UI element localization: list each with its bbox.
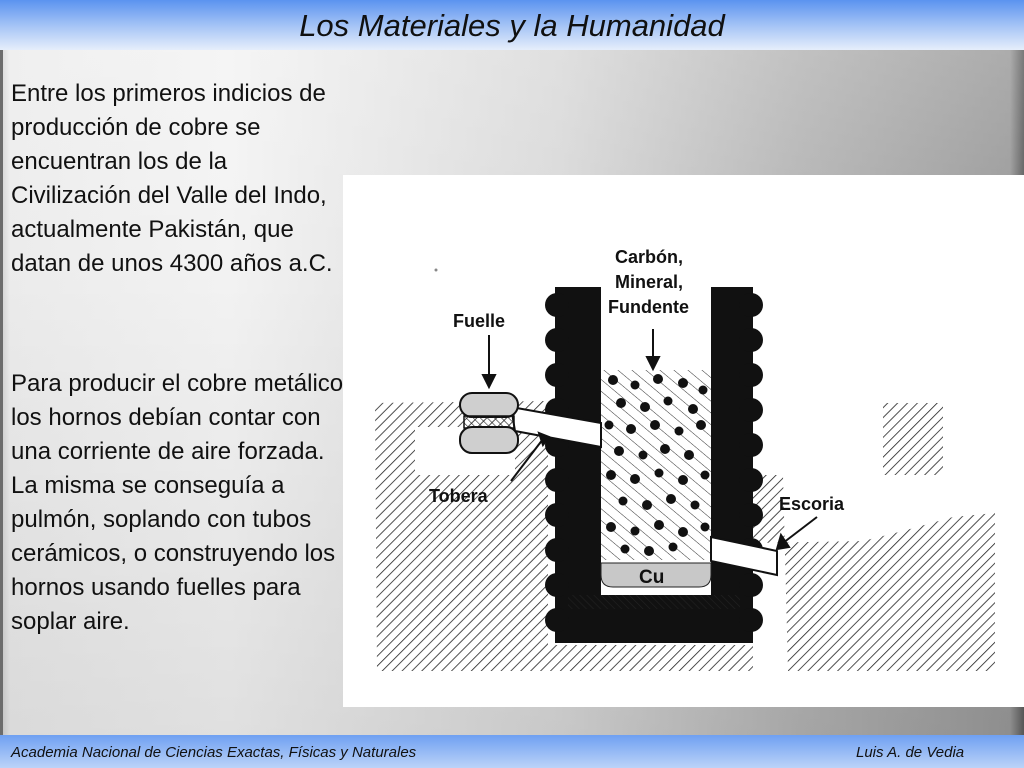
ground-far-right: [883, 403, 943, 475]
footer-institution: Academia Nacional de Ciencias Exactas, F…: [11, 744, 417, 761]
label-charge-line2: Mineral,: [615, 272, 683, 292]
furnace-diagram: Cu: [343, 175, 1024, 707]
label-copper: Cu: [639, 567, 664, 588]
label-tuyere: Tobera: [429, 486, 489, 506]
charge-particles: [604, 374, 710, 556]
slide-title: Los Materiales y la Humanidad: [299, 8, 725, 43]
ground-center-bottom: [548, 645, 753, 671]
label-charge-line3: Fundente: [608, 297, 689, 317]
footer-bar: Academia Nacional de Ciencias Exactas, F…: [0, 735, 1024, 768]
label-charge-line1: Carbón,: [615, 247, 683, 267]
furnace-diagram-svg: Cu: [375, 247, 995, 671]
wall-band-bottom: [568, 595, 740, 609]
label-slag: Escoria: [779, 494, 845, 514]
slag-pipe: [710, 535, 778, 577]
title-bar: Los Materiales y la Humanidad: [0, 0, 1024, 50]
arrow-tuyere: [510, 431, 551, 482]
left-edge-border: [0, 50, 3, 735]
paragraph-forced-air: Para producir el cobre metálico los horn…: [11, 370, 344, 635]
arrow-charge: [645, 329, 661, 372]
ground-right: [753, 475, 995, 671]
paragraph-indus-valley: Entre los primeros indicios de producció…: [11, 80, 333, 277]
copper-pool: [600, 562, 712, 588]
charge-zone: [601, 370, 711, 560]
arrow-bellows: [481, 335, 497, 390]
arrow-slag: [775, 516, 818, 551]
bellows-icon: [459, 392, 519, 454]
slide-content: Entre los primeros indicios de producció…: [0, 50, 1024, 735]
label-bellows: Fuelle: [453, 311, 505, 331]
speck: [434, 268, 438, 272]
footer-author: Luis A. de Vedia: [856, 744, 965, 761]
